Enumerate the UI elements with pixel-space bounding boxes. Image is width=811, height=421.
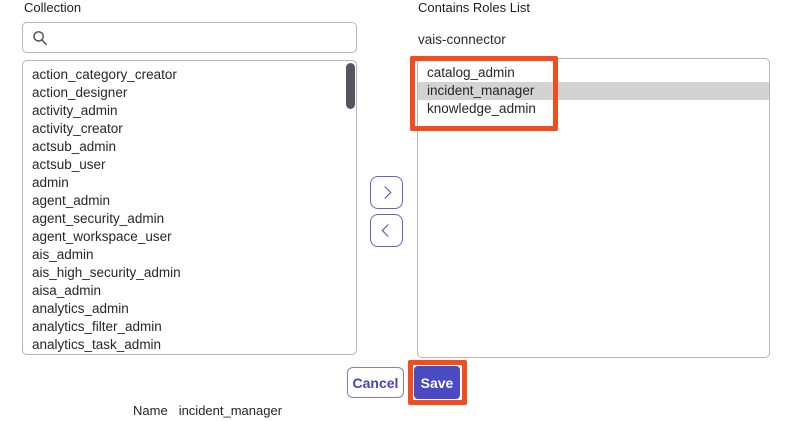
list-item[interactable]: aisa_admin — [32, 283, 102, 298]
list-item[interactable]: ais_admin — [32, 247, 94, 262]
cancel-button[interactable]: Cancel — [347, 367, 404, 398]
collection-search-input[interactable] — [54, 30, 356, 45]
list-item[interactable]: action_designer — [32, 85, 128, 100]
list-item[interactable]: analytics_viewer — [23, 354, 356, 355]
list-item[interactable]: agent_admin — [32, 193, 111, 208]
list-item[interactable]: activity_admin — [32, 103, 118, 118]
list-item[interactable]: agent_security_admin — [32, 211, 165, 226]
collection-search-box[interactable] — [22, 22, 357, 53]
contains-roles-label: Contains Roles List — [418, 0, 530, 15]
list-item[interactable]: analytics_task_admin — [32, 337, 162, 352]
save-button[interactable]: Save — [414, 366, 460, 399]
list-item[interactable]: agent_workspace_user — [32, 229, 172, 244]
name-label: Name — [133, 403, 168, 418]
list-item[interactable]: catalog_admin — [427, 65, 515, 80]
list-item[interactable]: analytics_admin — [32, 301, 129, 316]
list-item[interactable]: actsub_user — [32, 157, 106, 172]
add-role-button[interactable] — [370, 176, 403, 209]
collection-label: Collection — [24, 0, 82, 15]
list-item[interactable]: analytics_filter_admin — [32, 319, 162, 334]
list-item[interactable]: incident_manager — [418, 82, 769, 100]
name-value: incident_manager — [178, 403, 283, 418]
list-item[interactable]: action_category_creator — [32, 67, 177, 82]
chevron-left-icon — [381, 224, 395, 237]
list-item[interactable]: ais_high_security_admin — [32, 265, 181, 280]
scrollbar-thumb[interactable] — [346, 63, 355, 109]
group-name: vais-connector — [418, 32, 506, 47]
list-item[interactable]: actsub_admin — [32, 139, 117, 154]
name-row: Name incident_manager — [133, 403, 282, 418]
chevron-right-icon — [378, 186, 392, 199]
list-item[interactable]: knowledge_admin — [427, 101, 536, 116]
remove-role-button[interactable] — [370, 214, 403, 247]
list-item[interactable]: admin — [32, 175, 69, 190]
list-item[interactable]: activity_creator — [32, 121, 123, 136]
search-icon — [33, 30, 47, 45]
